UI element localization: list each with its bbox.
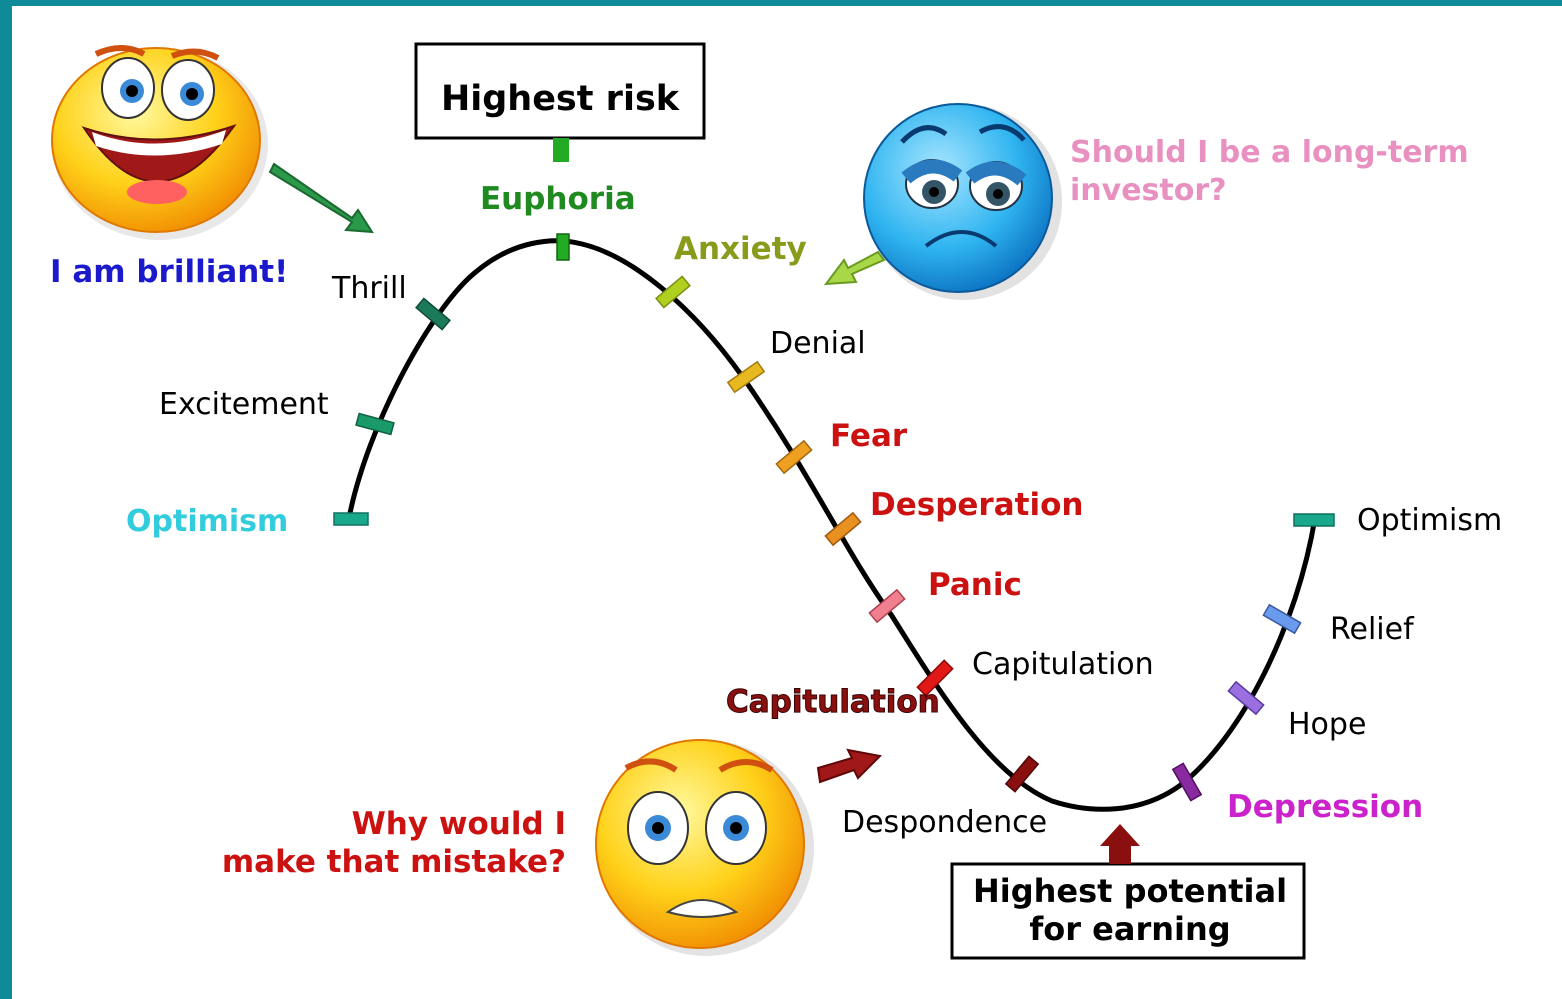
tick-optimism-start [333, 512, 369, 526]
diagram-canvas: Highest risk Highest potential for earni… [12, 6, 1562, 999]
tick-despondence [1004, 755, 1040, 793]
label-despondence: Despondence [842, 805, 1047, 840]
tick-thrill [415, 297, 451, 331]
label-optimism-start: Optimism [126, 504, 288, 539]
tick-fear [775, 439, 813, 475]
highest-risk-label: Highest risk [441, 79, 680, 119]
label-thrill: Thrill [331, 271, 407, 306]
tick-desperation [824, 511, 862, 547]
label-excitement: Excitement [159, 387, 329, 422]
highest-potential-box [950, 862, 1306, 960]
label-relief: Relief [1330, 612, 1415, 647]
tick-anxiety [655, 275, 691, 309]
sad-arrow [823, 250, 886, 286]
happy-arrow [268, 162, 374, 234]
tick-hope [1227, 680, 1265, 716]
label-depression: Depression [1227, 789, 1423, 825]
highest-potential-label-line1: Highest potential [973, 872, 1287, 910]
label-denial: Denial [770, 326, 866, 361]
sad-face-caption-line2: investor? [1070, 173, 1227, 208]
tick-excitement [355, 412, 395, 436]
scared-face-caption-line2: make that mistake? [222, 844, 566, 880]
scared-face-caption-line1: Why would I [352, 806, 566, 842]
tick-relief [1262, 603, 1302, 635]
label-fear: Fear [830, 418, 908, 454]
highest-potential-label-line2: for earning [1029, 910, 1230, 948]
scared-arrow [816, 748, 883, 784]
scared-face-icon [595, 739, 814, 956]
tick-optimism-end [1293, 513, 1335, 527]
tick-denial [726, 360, 766, 394]
sad-face-caption-line1: Should I be a long-term [1070, 135, 1469, 170]
highest-risk-box [414, 42, 706, 140]
happy-face-caption: I am brilliant! [50, 254, 288, 290]
label-hope: Hope [1288, 707, 1366, 742]
label-capitulation: Capitulation [972, 647, 1154, 682]
happy-face-icon [51, 45, 268, 240]
tick-capitulation [916, 659, 954, 697]
tick-depression [1171, 762, 1203, 802]
label-panic: Panic [928, 567, 1022, 603]
highest-potential-arrow [1100, 824, 1140, 864]
tick-euphoria [556, 233, 570, 261]
label-optimism-end: Optimism [1357, 503, 1502, 538]
highest-risk-connector [553, 138, 569, 162]
tick-panic [868, 588, 906, 624]
label-euphoria: Euphoria [480, 181, 636, 217]
label-capitulation-callout: Capitulation [726, 684, 940, 720]
market-cycle-diagram: Highest risk Highest potential for earni… [50, 42, 1502, 960]
sad-face-icon [863, 103, 1062, 300]
label-desperation: Desperation [870, 487, 1083, 523]
label-anxiety: Anxiety [674, 231, 807, 267]
